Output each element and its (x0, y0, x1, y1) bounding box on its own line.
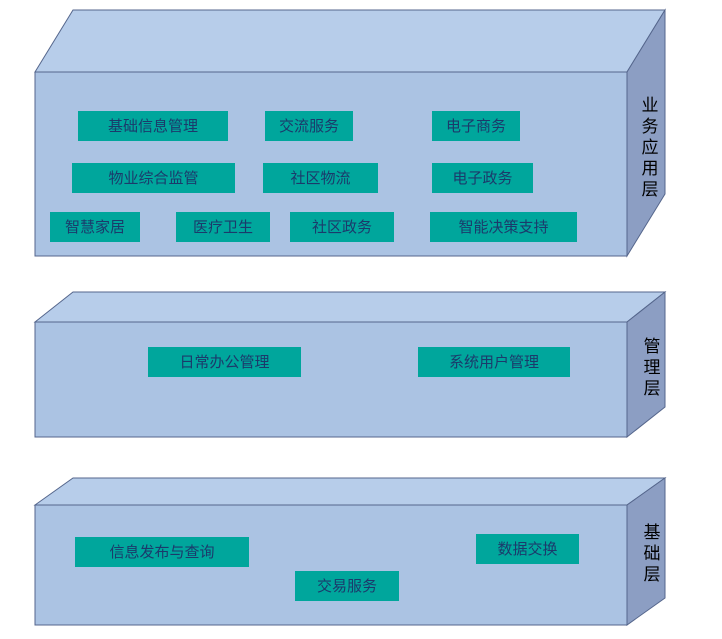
chip-transaction-service: 交易服务 (295, 571, 399, 601)
chip-property-supervision: 物业综合监管 (72, 163, 235, 193)
chip-community-affairs: 社区政务 (290, 212, 394, 242)
management-layer-box (33, 290, 667, 439)
chip-info-publish-query: 信息发布与查询 (75, 537, 249, 567)
layer-label-management: 管理层 (640, 336, 660, 400)
chip-community-logistics: 社区物流 (263, 163, 378, 193)
chip-communication-service: 交流服务 (265, 111, 353, 141)
chip-data-exchange: 数据交换 (476, 534, 579, 564)
chip-system-user-management: 系统用户管理 (418, 347, 570, 377)
layer-label-business-application: 业务应用层 (638, 95, 658, 201)
chip-basic-info-management: 基础信息管理 (78, 111, 228, 141)
layer-label-foundation: 基础层 (640, 522, 660, 586)
chip-medical-health: 医疗卫生 (176, 212, 270, 242)
chip-intelligent-decision-support: 智能决策支持 (430, 212, 577, 242)
chip-e-commerce: 电子商务 (432, 111, 520, 141)
chip-smart-home: 智慧家居 (50, 212, 140, 242)
chip-e-government: 电子政务 (432, 163, 533, 193)
chip-daily-office-management: 日常办公管理 (148, 347, 301, 377)
